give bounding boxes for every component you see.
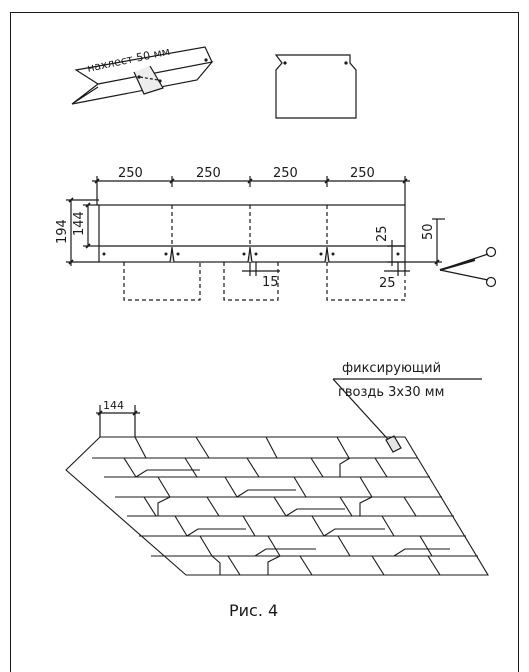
ridge-piece bbox=[274, 54, 357, 119]
dim-right-small: 25 bbox=[375, 225, 390, 242]
scissors-icon bbox=[439, 246, 497, 288]
dim-seg-4: 250 bbox=[350, 166, 375, 181]
dim-total-height: 194 bbox=[55, 219, 70, 244]
nail-label-leader bbox=[332, 378, 482, 453]
dim-seg-2: 250 bbox=[196, 166, 221, 181]
roof-shingles bbox=[65, 436, 489, 576]
dim-seg-3: 250 bbox=[273, 166, 298, 181]
nail-label-line-1: фиксирующий bbox=[342, 361, 441, 376]
dim-gap-15: 15 bbox=[262, 275, 279, 290]
ridge-strip-drawing bbox=[66, 176, 445, 301]
dim-seg-1: 250 bbox=[118, 166, 143, 181]
figure-frame bbox=[10, 12, 519, 672]
dim-gap-25: 25 bbox=[379, 276, 396, 291]
nail-label-line-2: гвоздь 3х30 мм bbox=[338, 385, 444, 400]
figure-caption: Рис. 4 bbox=[229, 601, 278, 620]
dim-strip-height: 144 bbox=[72, 211, 87, 236]
dim-cut-depth: 50 bbox=[421, 223, 436, 240]
roof-width-label: 144 bbox=[103, 399, 124, 412]
roof-width-dim bbox=[96, 405, 140, 437]
overlap-label: нахлест 50 мм bbox=[86, 45, 171, 75]
folded-ridge-shingle bbox=[71, 46, 214, 105]
